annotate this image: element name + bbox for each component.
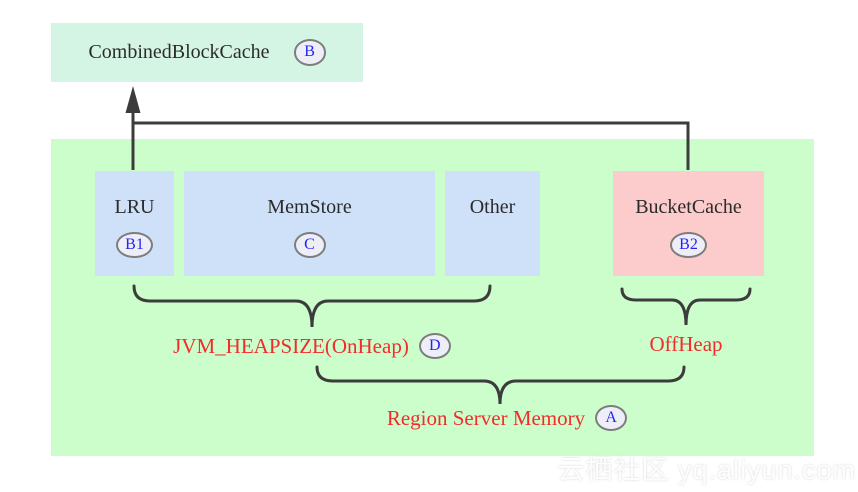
memstore-label: MemStore	[267, 196, 352, 218]
badge-a: A	[595, 405, 628, 432]
region-server-group-label: Region Server Memory A	[317, 405, 697, 432]
bucketcache-label: BucketCache	[635, 196, 742, 218]
other-label: Other	[469, 196, 516, 218]
lru-box: LRU B1	[95, 171, 174, 276]
badge-b1: B1	[116, 232, 153, 259]
badge-b2: B2	[670, 232, 707, 259]
badge-c: C	[293, 232, 326, 259]
offheap-group-label: OffHeap	[610, 332, 762, 357]
region-server-label-text: Region Server Memory	[386, 405, 586, 430]
bucketcache-box: BucketCache B2	[613, 171, 764, 276]
onheap-group-label: JVM_HEAPSIZE(OnHeap) D	[134, 333, 490, 360]
other-box: Other	[445, 171, 540, 276]
combined-block-cache-label: CombinedBlockCache	[88, 41, 270, 63]
badge-d: D	[418, 333, 451, 360]
combined-block-cache-box: CombinedBlockCache B	[51, 23, 363, 82]
badge-b: B	[293, 39, 326, 66]
arrow-up-head	[125, 86, 141, 113]
lru-label: LRU	[114, 196, 155, 218]
onheap-label-text: JVM_HEAPSIZE(OnHeap)	[173, 333, 409, 358]
memstore-box: MemStore C	[184, 171, 435, 276]
offheap-label-text: OffHeap	[649, 332, 723, 356]
watermark: 云栖社区 yq.aliyun.com	[557, 455, 856, 485]
